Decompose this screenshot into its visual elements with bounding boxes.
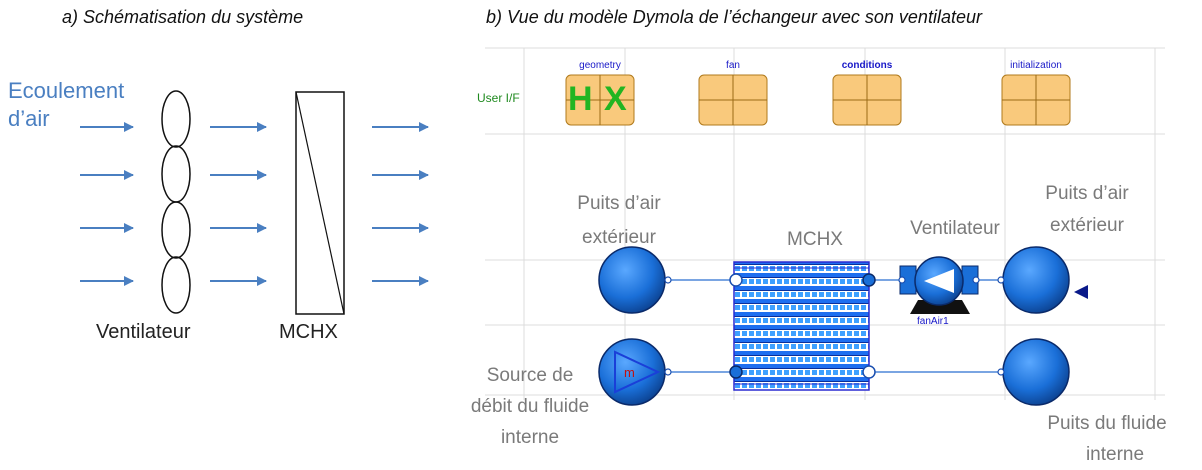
fan-blade-3	[161, 201, 191, 259]
source-triangle-icon	[614, 350, 661, 394]
fan-label: Ventilateur	[96, 321, 191, 343]
fluid-sink-label-line2: interne	[1085, 444, 1145, 465]
air-sink-left-label: Puits d’air extérieur	[554, 192, 684, 250]
fan-port-left[interactable]	[898, 276, 906, 284]
air-sink-left-label-line1: Puits d’air	[577, 193, 661, 214]
schematic-diagram	[80, 90, 429, 315]
source-label-line3: interne	[500, 427, 560, 448]
hx-icon-letter-x: X	[604, 80, 627, 118]
air-sink-right-label-line2: extérieur	[1050, 215, 1124, 236]
fluid-sink-label: Puits du fluide interne	[1032, 408, 1182, 470]
air-sink-right-port[interactable]	[997, 276, 1005, 284]
air-sink-left-port[interactable]	[664, 276, 672, 284]
record-label-fan: fan	[726, 60, 740, 71]
air-sink-right[interactable]	[1002, 246, 1070, 314]
fluid-sink-port[interactable]	[997, 368, 1005, 376]
source-symbol: m	[624, 365, 635, 380]
fan-blade-4	[161, 256, 191, 314]
caption-dymola-model: b) Vue du modèle Dymola de l’échangeur a…	[486, 7, 982, 27]
record-label-geometry: geometry	[579, 60, 621, 71]
mchx-air-outlet-port[interactable]	[862, 273, 876, 287]
initialization-record-icon[interactable]	[1001, 74, 1071, 126]
source-label-line2: débit du fluide	[470, 396, 590, 417]
hx-icon-letter-h: H	[568, 80, 593, 118]
dymola-diagram: m	[485, 47, 1165, 406]
fluid-sink[interactable]	[1002, 338, 1070, 406]
user-if-label: User I/F	[477, 91, 520, 105]
fan-port-right[interactable]	[972, 276, 980, 284]
mchx-model-label: MCHX	[787, 229, 843, 250]
fan-blade-2	[161, 145, 191, 203]
mchx-box	[295, 91, 345, 315]
record-label-conditions: conditions	[841, 60, 893, 71]
source-label-line1: Source de	[486, 365, 574, 386]
caption-schematic: a) Schématisation du système	[62, 7, 304, 27]
air-flow-label-line2: d’air	[8, 106, 50, 131]
fan-record-icon[interactable]	[698, 74, 768, 126]
fan-blade-1	[161, 90, 191, 148]
fan-component[interactable]	[899, 256, 979, 314]
mchx-fluid-inlet-port[interactable]	[729, 365, 743, 379]
air-sink-left[interactable]	[598, 246, 666, 314]
air-sink-left-label-line2: extérieur	[582, 227, 656, 248]
mchx-label: MCHX	[279, 321, 338, 343]
fan-instance-label: fanAir1	[917, 316, 949, 327]
fan-model-label: Ventilateur	[910, 218, 1000, 239]
air-sink-right-output-icon	[1074, 285, 1088, 299]
conditions-record-icon[interactable]	[832, 74, 902, 126]
source-label: Source de débit du fluide interne	[455, 360, 605, 453]
fluid-sink-label-line1: Puits du fluide	[1047, 413, 1167, 434]
fluid-source-port[interactable]	[664, 368, 672, 376]
fan-direction-icon	[924, 269, 954, 293]
air-flow-label: Ecoulement d’air	[8, 77, 124, 133]
air-flow-label-line1: Ecoulement	[8, 78, 125, 103]
mchx-block[interactable]	[733, 261, 870, 391]
air-sink-right-label: Puits d’air extérieur	[1022, 182, 1152, 238]
mchx-diagonal	[295, 91, 345, 315]
mchx-air-inlet-port[interactable]	[729, 273, 743, 287]
air-sink-right-label-line1: Puits d’air	[1045, 183, 1129, 204]
geometry-record-icon[interactable]	[565, 74, 635, 126]
record-label-initialization: initialization	[1010, 60, 1062, 71]
mchx-fluid-outlet-port[interactable]	[862, 365, 876, 379]
